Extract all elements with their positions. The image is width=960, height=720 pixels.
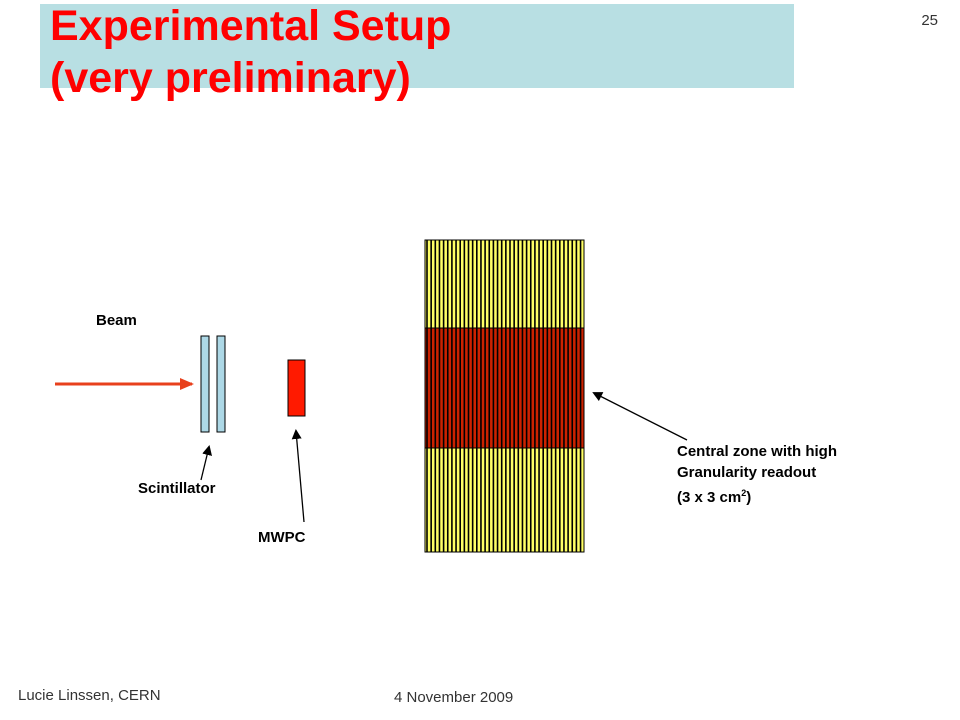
footer-author: Lucie Linssen, CERN: [18, 687, 161, 704]
mwpc-label: MWPC: [258, 529, 306, 546]
callout-line-3-close: ): [746, 489, 752, 506]
beam-label: Beam: [96, 312, 137, 329]
callout-superscript: 2: [741, 488, 747, 498]
title-line-2: (very preliminary): [50, 54, 411, 102]
central-zone-pointer-arrow: [592, 392, 688, 441]
scintillator-label: Scintillator: [138, 480, 216, 497]
slide-title: Experimental Setup (very preliminary): [50, 0, 451, 104]
title-line-1: Experimental Setup: [50, 2, 452, 50]
slide-number: 25: [921, 12, 938, 29]
callout-line-3: (3 x 3 cm2): [677, 483, 837, 508]
mwpc-chamber: [287, 359, 306, 417]
mwpc-pointer-arrow: [291, 429, 305, 523]
scintillator-pointer-arrow: [200, 445, 212, 481]
scintillator-paddle-2: [216, 335, 226, 433]
title-band: [40, 4, 794, 88]
central-zone-callout: Central zone with high Granularity reado…: [677, 441, 837, 508]
callout-line-1: Central zone with high: [677, 443, 837, 460]
footer-date: 4 November 2009: [394, 689, 514, 706]
calorimeter-stripes: [426, 240, 582, 552]
scintillator-paddle-1: [200, 335, 210, 433]
calorimeter-outline: [424, 239, 585, 553]
callout-line-2: Granularity readout: [677, 464, 817, 481]
calorimeter: [424, 239, 585, 553]
callout-line-3-text: (3 x 3 cm: [677, 489, 742, 506]
